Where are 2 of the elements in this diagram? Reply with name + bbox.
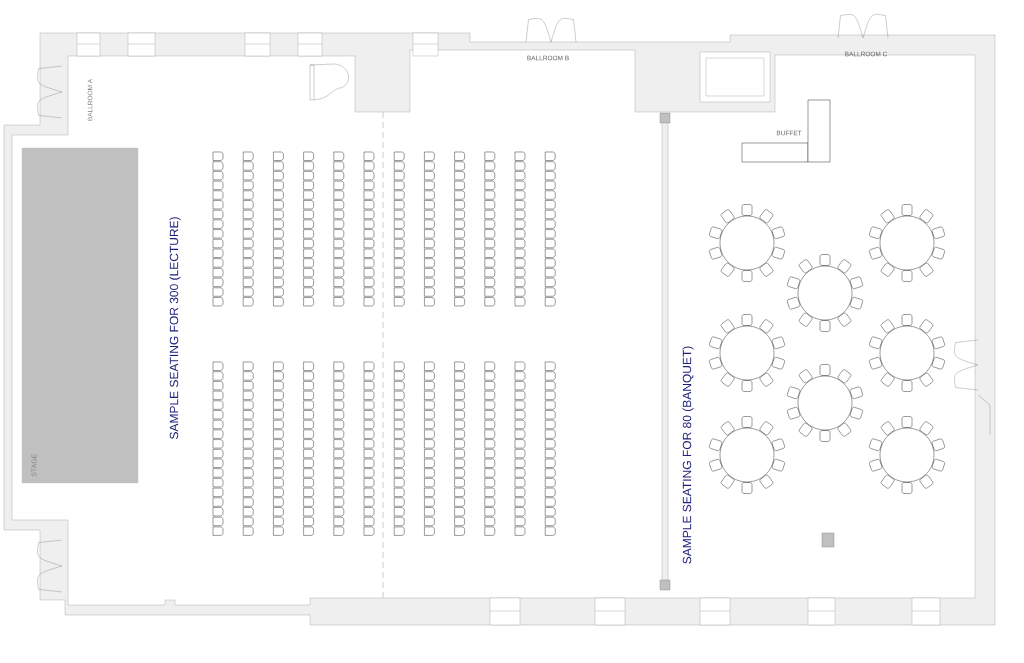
room-label: SAMPLE SEATING FOR 300 (LECTURE) xyxy=(169,217,181,440)
room-label: SAMPLE SEATING FOR 80 (BANQUET) xyxy=(682,346,694,564)
